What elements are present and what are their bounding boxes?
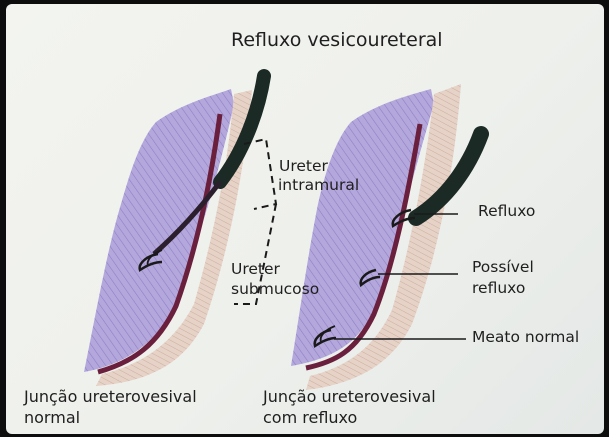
label-possivel-refluxo-1: Possível xyxy=(472,259,534,277)
diagram-title: Refluxo vesicoureteral xyxy=(231,30,443,52)
left-junction-drawing xyxy=(84,76,264,386)
caption-left-2: normal xyxy=(24,409,80,427)
intramural-bracket xyxy=(244,139,276,209)
label-ureter-submucoso-1: Ureter xyxy=(231,261,280,279)
caption-right-2: com refluxo xyxy=(263,409,357,427)
label-ureter-intramural-1: Ureter xyxy=(279,158,328,176)
diagram-slide: Refluxo vesicoureteral Ureter intramural… xyxy=(6,4,604,434)
label-ureter-submucoso-2: submucoso xyxy=(231,281,319,299)
right-junction-drawing xyxy=(291,84,481,390)
label-ureter-intramural-2: intramural xyxy=(278,177,359,195)
caption-right-1: Junção ureterovesival xyxy=(263,388,436,406)
label-meato-normal: Meato normal xyxy=(472,329,579,347)
caption-left-1: Junção ureterovesival xyxy=(24,388,197,406)
label-refluxo: Refluxo xyxy=(478,203,535,221)
label-possivel-refluxo-2: refluxo xyxy=(472,280,525,298)
